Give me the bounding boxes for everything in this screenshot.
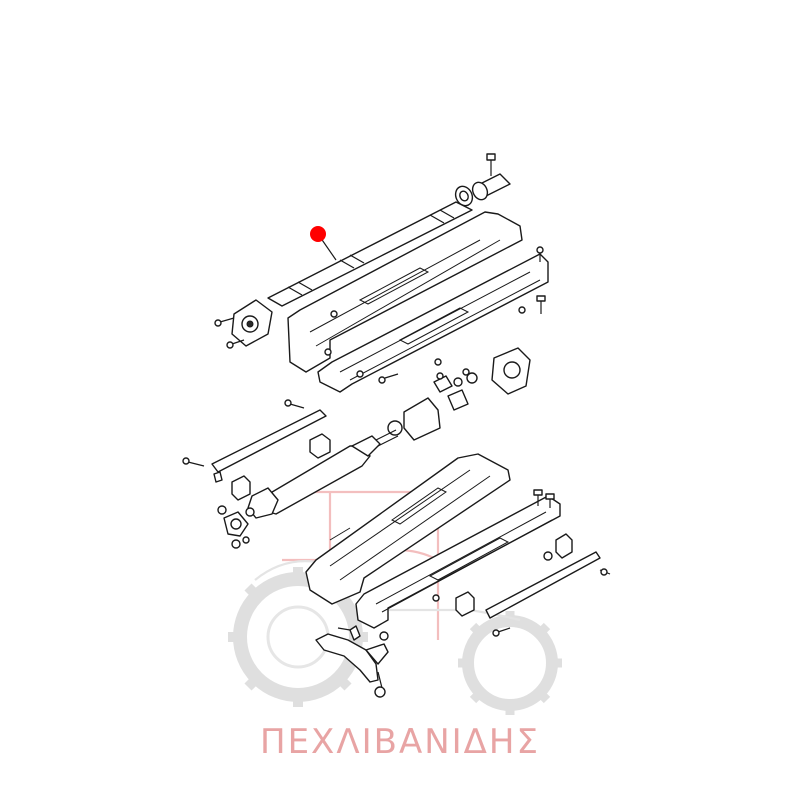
flange-bearing [214, 299, 273, 349]
red-marker-dot [310, 226, 337, 261]
shaft-coupling [471, 173, 511, 201]
intermediate-shaft-assembly [182, 399, 399, 549]
watermark-brand-text: ΠΕΧΛΙΒΑΝΙΔΗΣ [260, 722, 540, 762]
top-bolt [486, 153, 496, 176]
main-shaft [267, 201, 473, 307]
steering-shaft-assembly [214, 153, 511, 349]
upper-channel-bracket [287, 211, 549, 393]
logo-front-wheel [458, 611, 562, 715]
lower-support-frame [305, 453, 611, 698]
universal-joint-cluster [387, 347, 531, 441]
bearing-ring [454, 185, 474, 207]
